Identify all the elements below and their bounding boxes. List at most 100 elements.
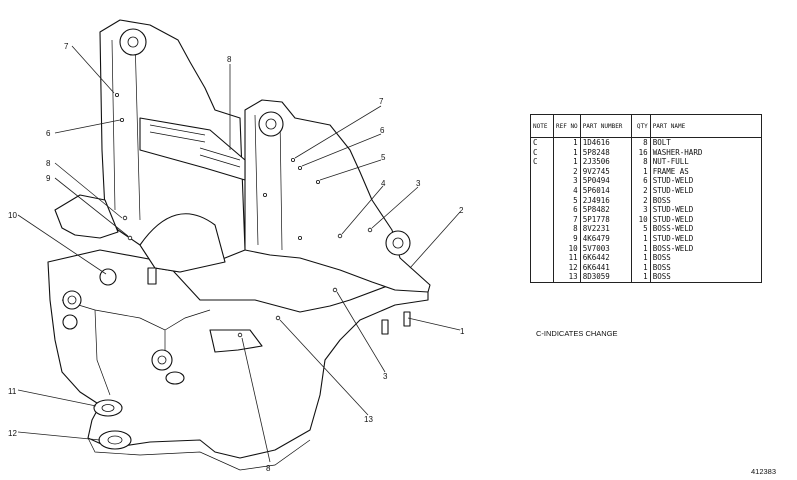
- boss-12-bore: [107, 435, 123, 445]
- part-number-cell: 2J4916: [579, 195, 632, 206]
- callout-10: 10: [8, 211, 17, 220]
- callout-8a: 8: [227, 55, 232, 64]
- part-number-cell: 5P6014: [579, 185, 632, 196]
- lower-left-mount-b: [62, 314, 78, 330]
- ref-cell: 5: [553, 195, 581, 206]
- ref-cell: 13: [553, 272, 581, 283]
- note-cell: [530, 205, 554, 215]
- note-cell: [530, 224, 554, 234]
- qty-cell: 5: [630, 224, 651, 234]
- ref-cell: 4: [553, 185, 581, 196]
- qty-cell: 2: [630, 185, 651, 196]
- ref-cell: 8: [553, 224, 581, 234]
- part-name-cell: BOSS-WELD: [649, 243, 762, 254]
- callout-11: 11: [8, 387, 17, 396]
- callout-labels: 7 8 6 8 9 10 7 6 5 4 3 2 1 3 13 11 12 8: [8, 42, 465, 473]
- part-number-cell: 5P8248: [579, 147, 632, 158]
- part-number-cell: 5P8482: [579, 205, 632, 215]
- leader-lines: [17, 45, 461, 463]
- header-qty: QTY: [630, 114, 651, 138]
- ref-cell: 10: [553, 243, 581, 254]
- qty-cell: 8: [630, 157, 651, 167]
- ref-cell: 1: [553, 137, 581, 148]
- bolt-1b: [403, 311, 411, 327]
- ref-cell: 7: [553, 214, 581, 225]
- qty-cell: 1: [630, 243, 651, 254]
- note-cell: C: [530, 147, 554, 158]
- qty-cell: 10: [630, 214, 651, 225]
- mid-pivot-collar: [165, 371, 185, 385]
- part-name-cell: STUD-WELD: [649, 185, 762, 196]
- part-number-cell: 4K6479: [579, 233, 632, 244]
- lower-frame-bottom-edge: [87, 437, 311, 471]
- part-name-cell: BOSS: [649, 195, 762, 206]
- note-cell: [530, 272, 554, 283]
- ref-cell: 1: [553, 157, 581, 167]
- callout-13: 13: [364, 415, 373, 424]
- part-number-cell: 6K6442: [579, 253, 632, 263]
- callout-1: 1: [460, 327, 465, 336]
- callout-3b: 3: [383, 372, 388, 381]
- center-arch-cutout: [139, 213, 226, 273]
- ref-cell: 3: [553, 176, 581, 186]
- cross-member-slots: [149, 124, 241, 168]
- qty-cell: 16: [630, 147, 651, 158]
- note-cell: [530, 243, 554, 254]
- callout-4: 4: [381, 179, 386, 188]
- part-name-cell: BOSS-WELD: [649, 224, 762, 234]
- part-number-cell: 6K6441: [579, 262, 632, 273]
- callout-5: 5: [381, 153, 386, 162]
- left-tower-pivot-bore: [127, 36, 139, 48]
- callout-8b: 8: [46, 159, 51, 168]
- header-ref-no: REF NO: [553, 114, 581, 138]
- ref-cell: 11: [553, 253, 581, 263]
- right-tower-pivot-bore: [265, 118, 277, 130]
- note-cell: C: [530, 157, 554, 167]
- qty-cell: 6: [630, 176, 651, 186]
- callout-9: 9: [46, 174, 51, 183]
- right-tower-inner-edge: [254, 114, 283, 251]
- bolt-1a: [381, 319, 389, 335]
- note-cell: [530, 214, 554, 225]
- mid-pivot-bore: [157, 355, 167, 365]
- part-name-cell: STUD-WELD: [649, 205, 762, 215]
- part-number-cell: 5P0494: [579, 176, 632, 186]
- part-name-cell: FRAME AS: [649, 166, 762, 177]
- callout-7b: 7: [379, 97, 384, 106]
- part-number-cell: 5P1778: [579, 214, 632, 225]
- part-number-cell: 2J3506: [579, 157, 632, 167]
- stud-bracket: [147, 267, 157, 285]
- header-part-name: PART NAME: [649, 114, 762, 138]
- parts-table-header: NOTE REF NO PART NUMBER QTY PART NAME: [530, 114, 762, 138]
- header-part-number: PART NUMBER: [579, 114, 632, 138]
- ref-cell: 6: [553, 205, 581, 215]
- note-cell: [530, 253, 554, 263]
- right-tower-plate: [244, 99, 431, 293]
- part-number-cell: 1D4616: [579, 137, 632, 148]
- part-number-cell: 8V2231: [579, 224, 632, 234]
- ref-cell: 1: [553, 147, 581, 158]
- part-name-cell: BOSS: [649, 253, 762, 263]
- part-name-cell: STUD-WELD: [649, 176, 762, 186]
- cross-member-plate: [139, 117, 246, 181]
- note-cell: [530, 166, 554, 177]
- callout-2: 2: [459, 206, 464, 215]
- part-number-cell: 5V7003: [579, 243, 632, 254]
- mid-bracket: [209, 329, 263, 353]
- part-name-cell: WASHER-HARD: [649, 147, 762, 158]
- boss-11-bore: [101, 404, 115, 412]
- note-cell: [530, 195, 554, 206]
